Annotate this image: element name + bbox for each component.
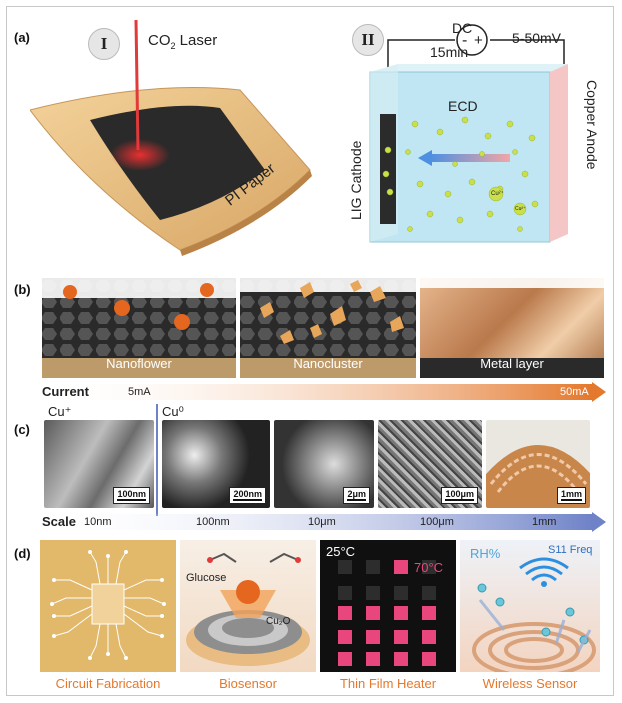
cu-plus-label: Cu⁺ <box>48 404 72 419</box>
oxidation-divider <box>156 404 158 516</box>
figure-frame <box>6 6 614 696</box>
s11-label: S11 Freq <box>548 544 593 556</box>
ion-label-2: Cu²⁺ <box>515 206 526 212</box>
scalebar-4: 100μm <box>441 487 478 504</box>
cu-zero-label: Cu⁰ <box>162 404 184 419</box>
wireless-sensor-caption: Wireless Sensor <box>482 676 578 691</box>
sem-image-3: 2μm <box>274 420 374 508</box>
scalebar-1: 100nm <box>113 487 150 504</box>
step-two-badge: II <box>352 24 384 56</box>
ecd-label: ECD <box>448 98 478 114</box>
scalebar-5: 1mm <box>556 487 586 504</box>
sem-image-4: 100μm <box>378 420 482 508</box>
scale-tick-1: 10nm <box>84 516 112 528</box>
current-end: 50mA <box>560 386 589 398</box>
nanoflower-caption: Nanoflower <box>106 356 172 371</box>
copper-pattern-photo: 1mm <box>486 420 590 508</box>
sem-image-1: 100nm <box>44 420 154 508</box>
metal-layer-caption: Metal layer <box>480 356 544 371</box>
nanocluster-caption: Nanocluster <box>293 356 363 371</box>
electrodeposition-cell: - + <box>369 24 568 243</box>
current-start: 5mA <box>128 386 151 398</box>
svg-text:-: - <box>462 32 467 49</box>
voltage-label: 5-50mV <box>512 30 562 46</box>
glucose-label: Glucose <box>186 572 227 584</box>
metal-layer-image <box>420 278 604 378</box>
laser-label: CO2 Laser <box>148 32 218 51</box>
biosensor-caption: Biosensor <box>219 676 277 691</box>
scalebar-2: 200nm <box>229 487 266 504</box>
scale-tick-5: 1mm <box>532 516 557 528</box>
circuit-fabrication-caption: Circuit Fabrication <box>55 676 161 691</box>
scale-tick-4: 100μm <box>420 516 454 528</box>
thin-film-heater-image <box>320 540 456 672</box>
time-label: 15min <box>430 44 469 60</box>
scalebar-3: 2μm <box>343 487 370 504</box>
scale-tick-3: 10μm <box>308 516 336 528</box>
ion-label-1: Cu²⁺ <box>491 191 504 197</box>
scale-arrow <box>40 512 606 532</box>
wireless-sensor-image <box>460 540 600 672</box>
cathode-label: LIG Cathode <box>348 140 364 220</box>
thin-film-heater-caption: Thin Film Heater <box>339 676 437 691</box>
step-one-badge: I <box>88 28 120 60</box>
dc-label: DC <box>452 20 473 36</box>
anode-label: Copper Anode <box>584 80 600 170</box>
heater-high-temp: 70°C <box>414 560 444 575</box>
sem-image-2: 200nm <box>162 420 270 508</box>
biosensor-image <box>180 540 316 672</box>
svg-text:+: + <box>474 32 483 49</box>
panel-c-label: (c) <box>14 422 30 437</box>
panel-b-label: (b) <box>14 282 31 297</box>
scale-axis-label: Scale <box>42 514 76 529</box>
current-axis-label: Current <box>42 384 89 399</box>
panel-d-label: (d) <box>14 546 31 561</box>
pi-paper-illustration <box>30 20 312 256</box>
heater-low-temp: 25°C <box>326 544 356 559</box>
nanoflower-image <box>42 278 236 378</box>
circuit-fabrication-image <box>40 540 176 672</box>
rh-label: RH% <box>470 546 501 561</box>
nanocluster-image <box>240 278 416 378</box>
scale-tick-2: 100nm <box>196 516 230 528</box>
cu2o-label: Cu₂O <box>266 616 291 627</box>
current-arrow <box>40 382 606 402</box>
panel-a-label: (a) <box>14 30 30 45</box>
